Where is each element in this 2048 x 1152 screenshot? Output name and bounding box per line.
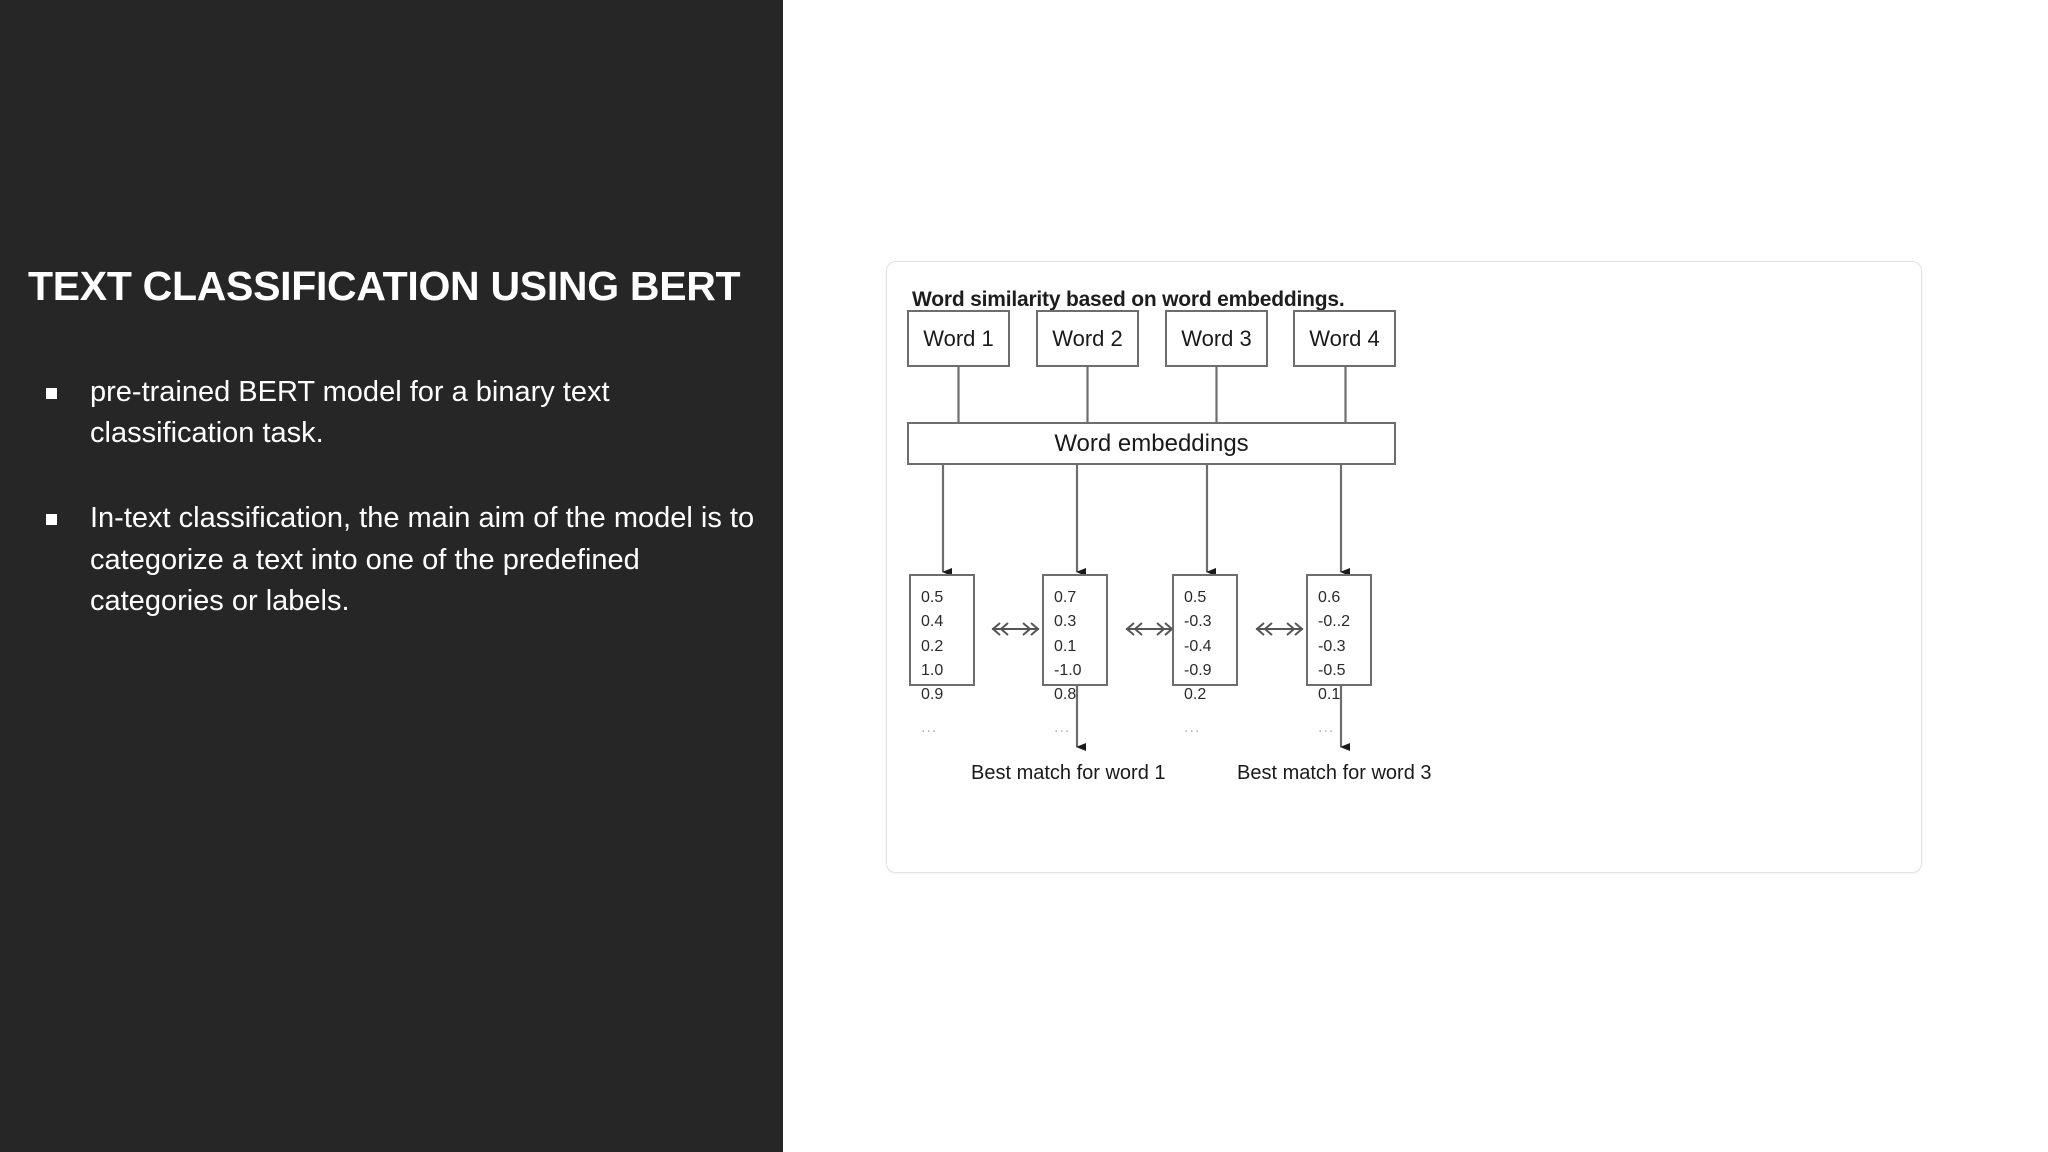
vector-value: 0.7 [1054, 589, 1077, 606]
bullet-list: pre-trained BERT model for a binary text… [28, 372, 758, 666]
vector-value: 0.5 [1184, 589, 1207, 606]
vector-box-2[interactable]: 0.7 0.3 0.1 -1.0 0.8 ... [1042, 574, 1108, 736]
vector-box-3[interactable]: 0.5 -0.3 -0.4 -0.9 0.2 ... [1172, 574, 1238, 736]
best-match-label-2: Best match for word 3 [1237, 762, 1432, 784]
diagram-caption: Word similarity based on word embeddings… [912, 288, 1345, 311]
vector-value: 0.2 [921, 637, 944, 655]
vector-value: -0.5 [1318, 661, 1346, 679]
bullet-text: pre-trained BERT model for a binary text… [90, 376, 610, 450]
vector-value: 0.5 [921, 589, 944, 606]
word-box-label: Word 4 [1309, 325, 1380, 351]
diagram-canvas: Word 1 Word 2 Word 3 Word 4 Word embeddi… [887, 262, 1923, 874]
vector-value: 1.0 [921, 661, 944, 679]
bullet-text: In-text classification, the main aim of … [90, 502, 755, 617]
vector-value: 0.6 [1318, 589, 1341, 606]
vector-value: 0.2 [1184, 686, 1207, 704]
vector-box-1[interactable]: 0.5 0.4 0.2 1.0 0.9 ... [909, 574, 975, 736]
diagram-panel: Word similarity based on word embeddings… [886, 261, 1922, 873]
vector-ellipsis: ... [1184, 718, 1201, 736]
vector-value: -0.4 [1184, 637, 1212, 655]
vector-value: 0.1 [1054, 637, 1077, 655]
word-box-label: Word 3 [1181, 325, 1252, 351]
square-bullet-icon [46, 514, 57, 526]
vector-box-4[interactable]: 0.6 -0..2 -0.3 -0.5 0.1 ... [1306, 574, 1372, 736]
word-box-label: Word 2 [1052, 325, 1123, 351]
vector-ellipsis: ... [1318, 718, 1335, 736]
vector-value: 0.1 [1318, 686, 1341, 704]
vector-value: -1.0 [1054, 661, 1082, 679]
word-box-2[interactable]: Word 2 [1036, 310, 1139, 367]
vector-value: 0.9 [921, 686, 944, 704]
vector-value: 0.4 [921, 613, 944, 631]
word-box-3[interactable]: Word 3 [1165, 310, 1268, 367]
page-title: TEXT CLASSIFICATION USING BERT [28, 263, 741, 309]
vector-value: -0.3 [1184, 613, 1212, 631]
best-match-label-1: Best match for word 1 [971, 762, 1166, 784]
vector-value: -0.3 [1318, 637, 1346, 655]
word-box-4[interactable]: Word 4 [1293, 310, 1396, 367]
vector-value: 0.3 [1054, 613, 1077, 631]
word-embeddings-label: Word embeddings [1054, 429, 1249, 457]
vector-value: -0..2 [1318, 613, 1351, 631]
square-bullet-icon [46, 388, 57, 399]
vector-value: 0.8 [1054, 686, 1077, 704]
vector-ellipsis: ... [921, 718, 938, 736]
list-item: pre-trained BERT model for a binary text… [28, 372, 758, 454]
list-item: In-text classification, the main aim of … [28, 498, 758, 622]
left-content-panel: TEXT CLASSIFICATION USING BERT pre-train… [0, 0, 783, 1152]
word-box-label: Word 1 [923, 325, 994, 351]
word-embeddings-bar[interactable]: Word embeddings [907, 422, 1396, 465]
vector-value: -0.9 [1184, 661, 1212, 679]
word-box-1[interactable]: Word 1 [907, 310, 1010, 367]
vector-ellipsis: ... [1054, 718, 1071, 736]
